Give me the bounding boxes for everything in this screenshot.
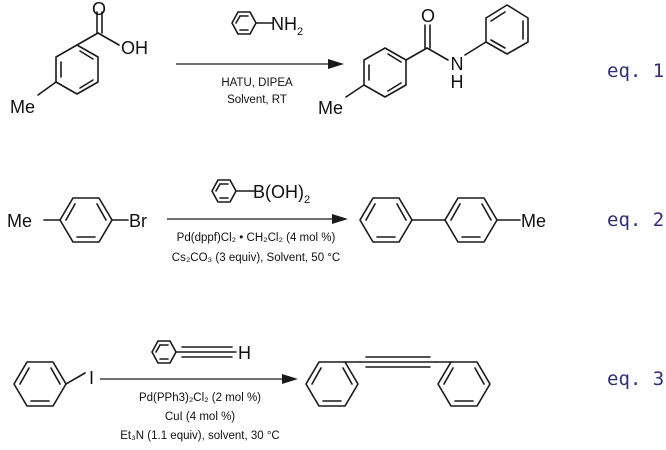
amine-label: NH2 [271, 14, 303, 38]
benzene-ring [363, 47, 407, 98]
conditions-line-3: Et₃N (1.1 equiv), solvent, 30 °C [120, 430, 280, 442]
methyl-bond [37, 81, 57, 96]
bromine-label: Br [129, 211, 147, 231]
reaction-2: Me Br B(OH)2 Pd(dppf)Cl₂ • CH₂Cl₂ (4 m [7, 179, 664, 264]
hydroxyl-label: OH [121, 38, 148, 58]
amide-product-structure: O N H Me [318, 4, 529, 118]
amide-nitrogen-label: N [451, 54, 464, 74]
carbonyl-oxygen-label: O [421, 6, 435, 26]
diphenylacetylene-structure [305, 356, 491, 407]
reaction-3: I H Pd(PPh3)₂Cl₂ (2 mol %) CuI (4 mol %)… [13, 340, 664, 442]
equation-label-1: eq. 1 [607, 60, 664, 82]
hydrogen-label: H [238, 343, 251, 363]
phenylacetylene-reagent: H [151, 340, 251, 364]
conditions-line-1: Pd(PPh3)₂Cl₂ (2 mol %) [139, 392, 261, 404]
methyl-label: Me [318, 98, 343, 118]
bromotoluene-structure: Me Br [7, 197, 147, 243]
equation-label-3: eq. 3 [607, 368, 664, 390]
phenyl-ring [305, 361, 359, 407]
aniline-reagent: NH2 [231, 11, 303, 38]
reaction-1: O OH Me NH2 HATU, DIPEA Solvent, RT [10, 0, 664, 118]
benzene-ring [13, 361, 67, 407]
iodobenzene-structure: I [13, 361, 94, 407]
tolyl-ring [444, 197, 498, 243]
methyl-label: Me [7, 211, 32, 231]
boronic-acid-label: B(OH)2 [253, 182, 310, 206]
conditions-line-2: Cs₂CO₃ (3 equiv), Solvent, 50 °C [172, 252, 340, 264]
conditions-line-1: HATU, DIPEA [221, 77, 293, 89]
benzene-ring [59, 197, 113, 243]
reaction-arrow [167, 214, 348, 224]
methyl-bond [345, 84, 365, 98]
phenyl-ring [359, 197, 413, 243]
conditions-line-2: CuI (4 mol %) [165, 411, 235, 423]
conditions-line-2: Solvent, RT [227, 94, 287, 106]
phenyl-ring [485, 4, 529, 55]
toluic-acid-structure: O OH Me [10, 0, 148, 117]
phenyl-ring [437, 361, 491, 407]
reaction-arrow [100, 374, 298, 384]
carbonyl-oxygen-label: O [92, 0, 106, 19]
amide-hydrogen-label: H [451, 72, 464, 92]
reaction-arrow [176, 59, 344, 69]
methyl-label: Me [521, 211, 546, 231]
methylbiphenyl-structure: Me [359, 197, 546, 243]
equation-label-2: eq. 2 [607, 209, 664, 231]
methyl-label: Me [10, 97, 35, 117]
conditions-line-1: Pd(dppf)Cl₂ • CH₂Cl₂ (4 mol %) [177, 232, 336, 244]
iodine-label: I [89, 368, 94, 388]
phenylboronic-acid-reagent: B(OH)2 [211, 179, 310, 206]
benzene-ring [55, 44, 99, 95]
